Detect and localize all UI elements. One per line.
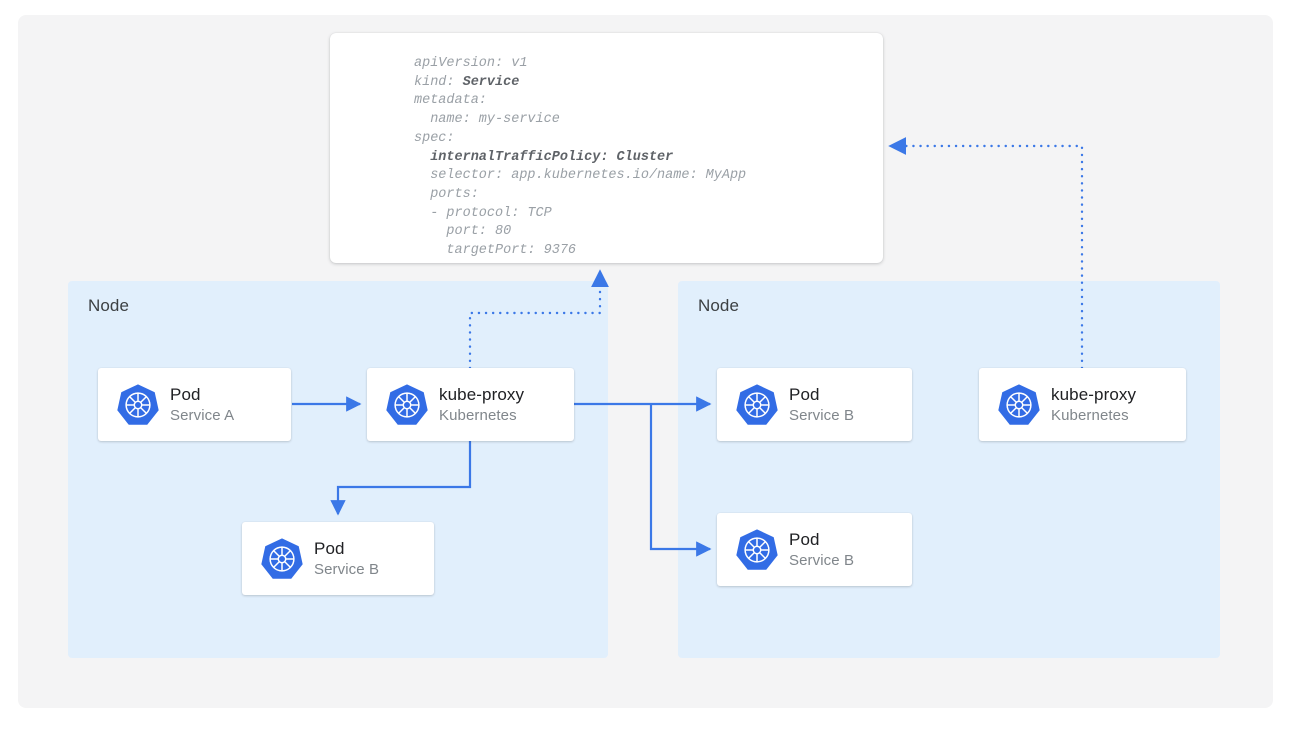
kubernetes-icon — [117, 383, 159, 425]
node-group-right: Node — [678, 281, 1220, 658]
pod-card-text: Pod Service A — [170, 384, 234, 426]
pod-card-service-a[interactable]: Pod Service A — [98, 368, 291, 441]
kubernetes-icon — [998, 383, 1040, 425]
yaml-line: apiVersion: v1 — [414, 56, 528, 71]
kube-proxy-card-text: kube-proxy Kubernetes — [439, 384, 524, 426]
node-label-left: Node — [88, 296, 130, 315]
pod-card-text: Pod Service B — [789, 529, 854, 571]
kubernetes-icon — [736, 528, 778, 570]
kubernetes-icon — [386, 383, 428, 425]
pod-card-service-b-left[interactable]: Pod Service B — [242, 522, 434, 595]
pod-card-text: Pod Service B — [314, 538, 379, 580]
pod-subtitle: Service B — [789, 551, 855, 569]
yaml-line: internalTrafficPolicy: Cluster — [414, 149, 674, 165]
service-yaml-card: apiVersion: v1 kind: Service metadata: nam… — [330, 33, 883, 263]
yaml-value-emphasis: Service — [462, 74, 520, 90]
yaml-line: selector: app.kubernetes.io/name: MyApp — [414, 168, 747, 184]
kubernetes-icon — [736, 383, 778, 425]
pod-card-text: Pod Service B — [789, 384, 854, 426]
kube-proxy-title: kube-proxy — [439, 384, 525, 404]
kube-proxy-subtitle: Kubernetes — [439, 406, 517, 424]
yaml-line: name: my-service — [414, 112, 560, 128]
pod-title: Pod — [314, 538, 345, 558]
node-label-right: Node — [698, 296, 740, 315]
pod-title: Pod — [170, 384, 201, 404]
yaml-line: ports: — [414, 186, 479, 202]
pod-title: Pod — [789, 384, 820, 404]
kube-proxy-card-text: kube-proxy Kubernetes — [1051, 384, 1136, 426]
yaml-line: targetPort: 9376 — [414, 243, 577, 259]
kubernetes-icon — [261, 537, 303, 579]
node-group-left: Node — [68, 281, 608, 658]
kube-proxy-subtitle: Kubernetes — [1051, 406, 1129, 424]
kube-proxy-title: kube-proxy — [1051, 384, 1137, 404]
kube-proxy-card-left[interactable]: kube-proxy Kubernetes — [367, 368, 574, 441]
yaml-line: port: 80 — [414, 224, 512, 240]
pod-card-service-b-right-1[interactable]: Pod Service B — [717, 368, 912, 441]
pod-subtitle: Service B — [789, 406, 855, 424]
pod-subtitle: Service A — [170, 406, 235, 424]
kube-proxy-card-right[interactable]: kube-proxy Kubernetes — [979, 368, 1186, 441]
pod-title: Pod — [789, 529, 820, 549]
yaml-line: kind: Service — [414, 74, 520, 90]
yaml-line: - protocol: TCP — [414, 205, 552, 221]
pod-subtitle: Service B — [314, 560, 380, 578]
yaml-line: spec: — [414, 130, 455, 146]
pod-card-service-b-right-2[interactable]: Pod Service B — [717, 513, 912, 586]
yaml-line: metadata: — [414, 93, 487, 109]
service-yaml-code: apiVersion: v1 kind: Service metadata: nam… — [414, 55, 746, 261]
